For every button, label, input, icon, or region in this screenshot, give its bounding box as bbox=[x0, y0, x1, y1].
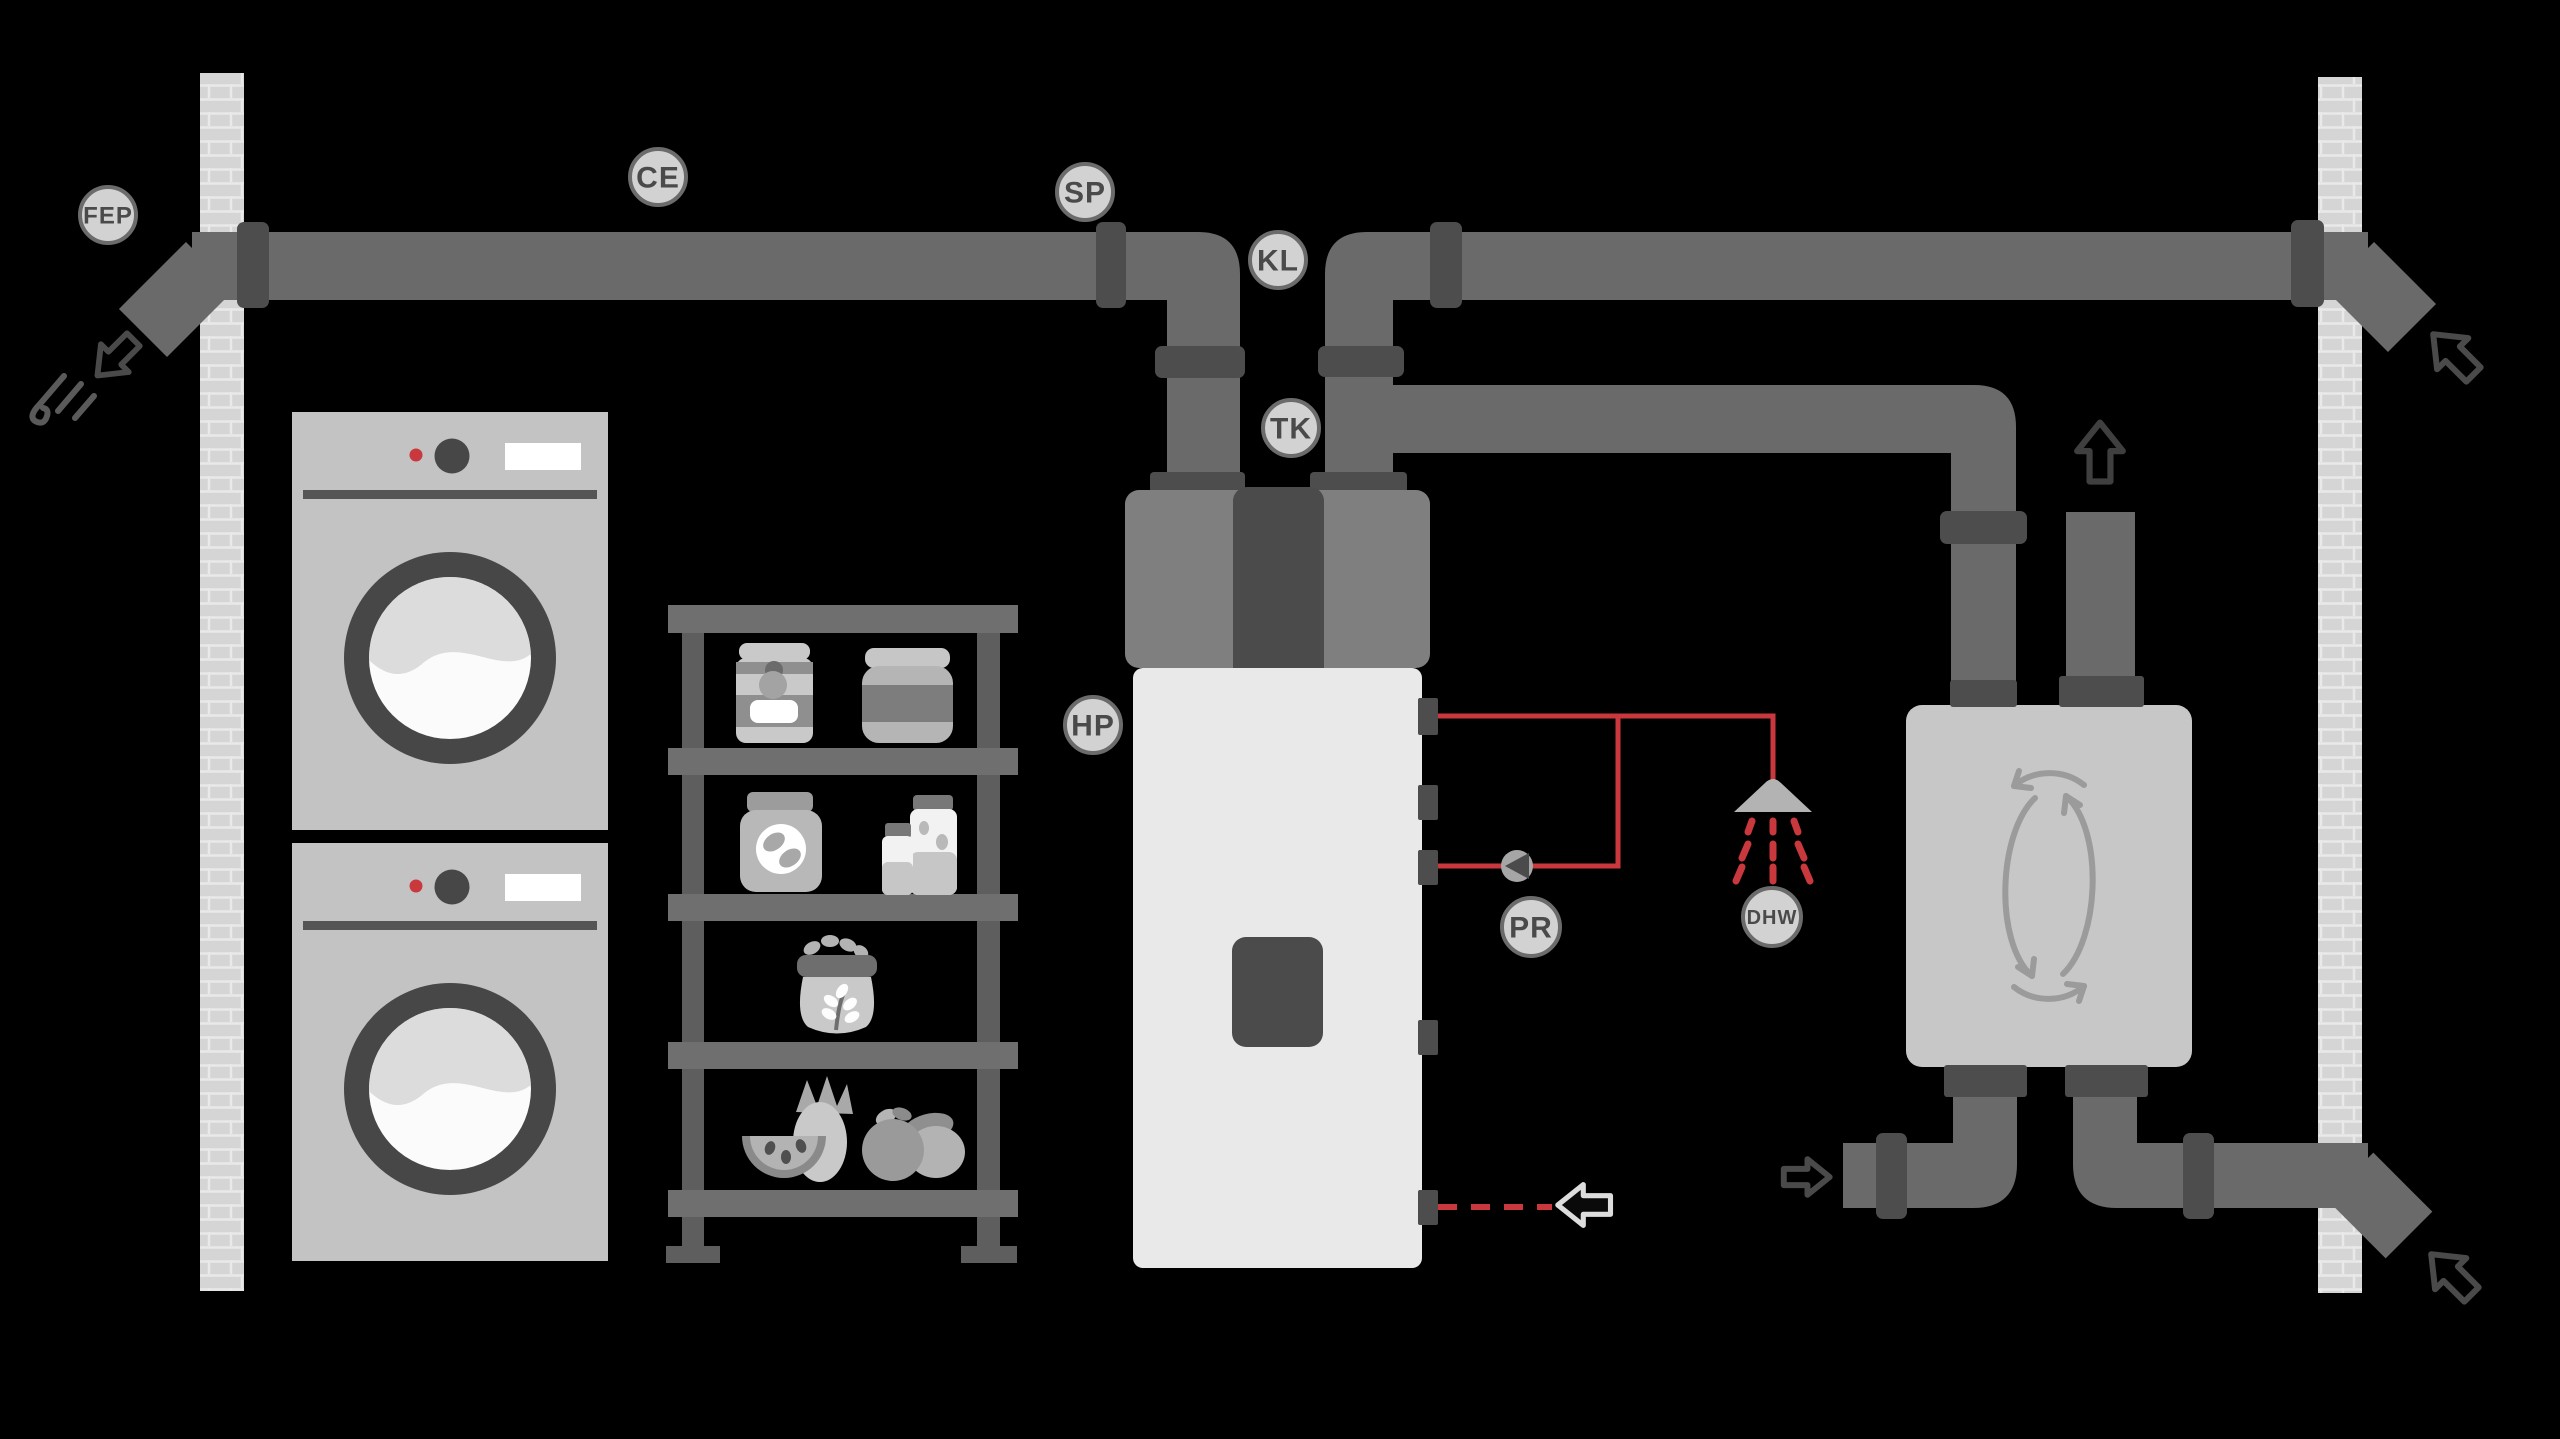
duct-fittings bbox=[237, 220, 2324, 1219]
storage-jar bbox=[862, 648, 953, 743]
vent-stack bbox=[2066, 512, 2135, 682]
washer-unit bbox=[292, 843, 608, 1261]
label-kl: KL bbox=[1248, 230, 1308, 290]
collar-right-wall bbox=[2291, 220, 2324, 307]
shelf-boards bbox=[668, 605, 1018, 1217]
heat-recovery-ventilator bbox=[1906, 676, 2192, 1097]
pump-impeller bbox=[1505, 853, 1529, 879]
label-ce: CE bbox=[628, 147, 688, 207]
label-sp: SP bbox=[1055, 162, 1115, 222]
watermelon-slice bbox=[742, 1136, 826, 1178]
hrv-collar-top-right bbox=[2059, 676, 2144, 707]
label-tk-text: TK bbox=[1270, 413, 1312, 446]
label-fep: FEP bbox=[78, 185, 138, 245]
hp-control-panel bbox=[1232, 937, 1323, 1047]
label-pr: PR bbox=[1500, 896, 1562, 958]
coupling-left-wall bbox=[237, 222, 269, 308]
wind-icon bbox=[29, 373, 97, 426]
duct-network bbox=[118, 220, 2437, 1259]
duct-top-right-run bbox=[1325, 232, 2368, 474]
label-hp: HP bbox=[1063, 695, 1123, 755]
label-pr-text: PR bbox=[1509, 912, 1553, 945]
hp-side-ports bbox=[1418, 698, 1438, 1225]
label-dhw: DHW bbox=[1741, 886, 1803, 948]
shower-icon bbox=[1732, 779, 1814, 885]
coupling-hrv-supply bbox=[1940, 511, 2027, 544]
pantry-shelf bbox=[666, 605, 1018, 1263]
coupling-top-right bbox=[1430, 222, 1462, 308]
coupling-hrv-intake bbox=[1876, 1133, 1907, 1219]
shower-head bbox=[1734, 779, 1812, 812]
hrv-collar-top-left bbox=[1950, 680, 2017, 707]
jam-jar bbox=[736, 643, 813, 743]
dryer-unit bbox=[292, 412, 608, 830]
shower-spray bbox=[1732, 817, 1814, 885]
pipe-dhw-supply bbox=[1438, 713, 1776, 788]
heat-pump-water-heater bbox=[1125, 487, 1438, 1268]
pump-icon bbox=[1501, 850, 1533, 882]
hp-port-condensate bbox=[1418, 1190, 1438, 1225]
label-tk: TK bbox=[1261, 398, 1321, 458]
apple-and-pear bbox=[862, 1107, 965, 1181]
duct-top-left-run bbox=[192, 232, 1240, 474]
hp-port-4 bbox=[1418, 1020, 1438, 1055]
coupling-left-drop bbox=[1155, 346, 1245, 378]
hp-left-collar bbox=[1150, 472, 1245, 493]
hrv-collars bbox=[1944, 676, 2148, 1097]
duct-tk-branch bbox=[1393, 385, 2016, 681]
hp-port-recirculation bbox=[1418, 850, 1438, 885]
hp-port-2 bbox=[1418, 785, 1438, 820]
recirculation-icon bbox=[2002, 768, 2096, 1004]
label-dhw-text: DHW bbox=[1747, 907, 1798, 929]
hrv-collar-bottom-right bbox=[2065, 1065, 2148, 1097]
hp-center-block bbox=[1233, 487, 1324, 683]
label-hp-text: HP bbox=[1071, 710, 1115, 743]
bean-jar bbox=[740, 792, 822, 892]
hrv-body bbox=[1906, 705, 2192, 1067]
hp-port-dhw-out bbox=[1418, 698, 1438, 735]
grain-sack bbox=[797, 935, 877, 1034]
pipe-recirculation bbox=[1438, 716, 1621, 869]
hrv-collar-bottom-left bbox=[1944, 1065, 2027, 1097]
label-sp-text: SP bbox=[1064, 177, 1106, 210]
coupling-right-drop bbox=[1318, 346, 1404, 377]
coupling-hrv-exhaust bbox=[2183, 1133, 2214, 1219]
duct-hrv-exhaust bbox=[2073, 1096, 2368, 1208]
airflow-arrows bbox=[29, 319, 2489, 1311]
label-fep-text: FEP bbox=[83, 203, 133, 230]
fruit-group bbox=[742, 1076, 965, 1182]
milk-bottles bbox=[882, 795, 957, 895]
coupling-sp bbox=[1096, 222, 1126, 308]
hp-right-collar bbox=[1310, 472, 1407, 493]
label-kl-text: KL bbox=[1257, 245, 1299, 278]
hot-water-piping bbox=[1438, 713, 1814, 1210]
labels: FEP CE SP KL TK HP PR DHW bbox=[78, 147, 1803, 958]
label-ce-text: CE bbox=[636, 162, 680, 195]
